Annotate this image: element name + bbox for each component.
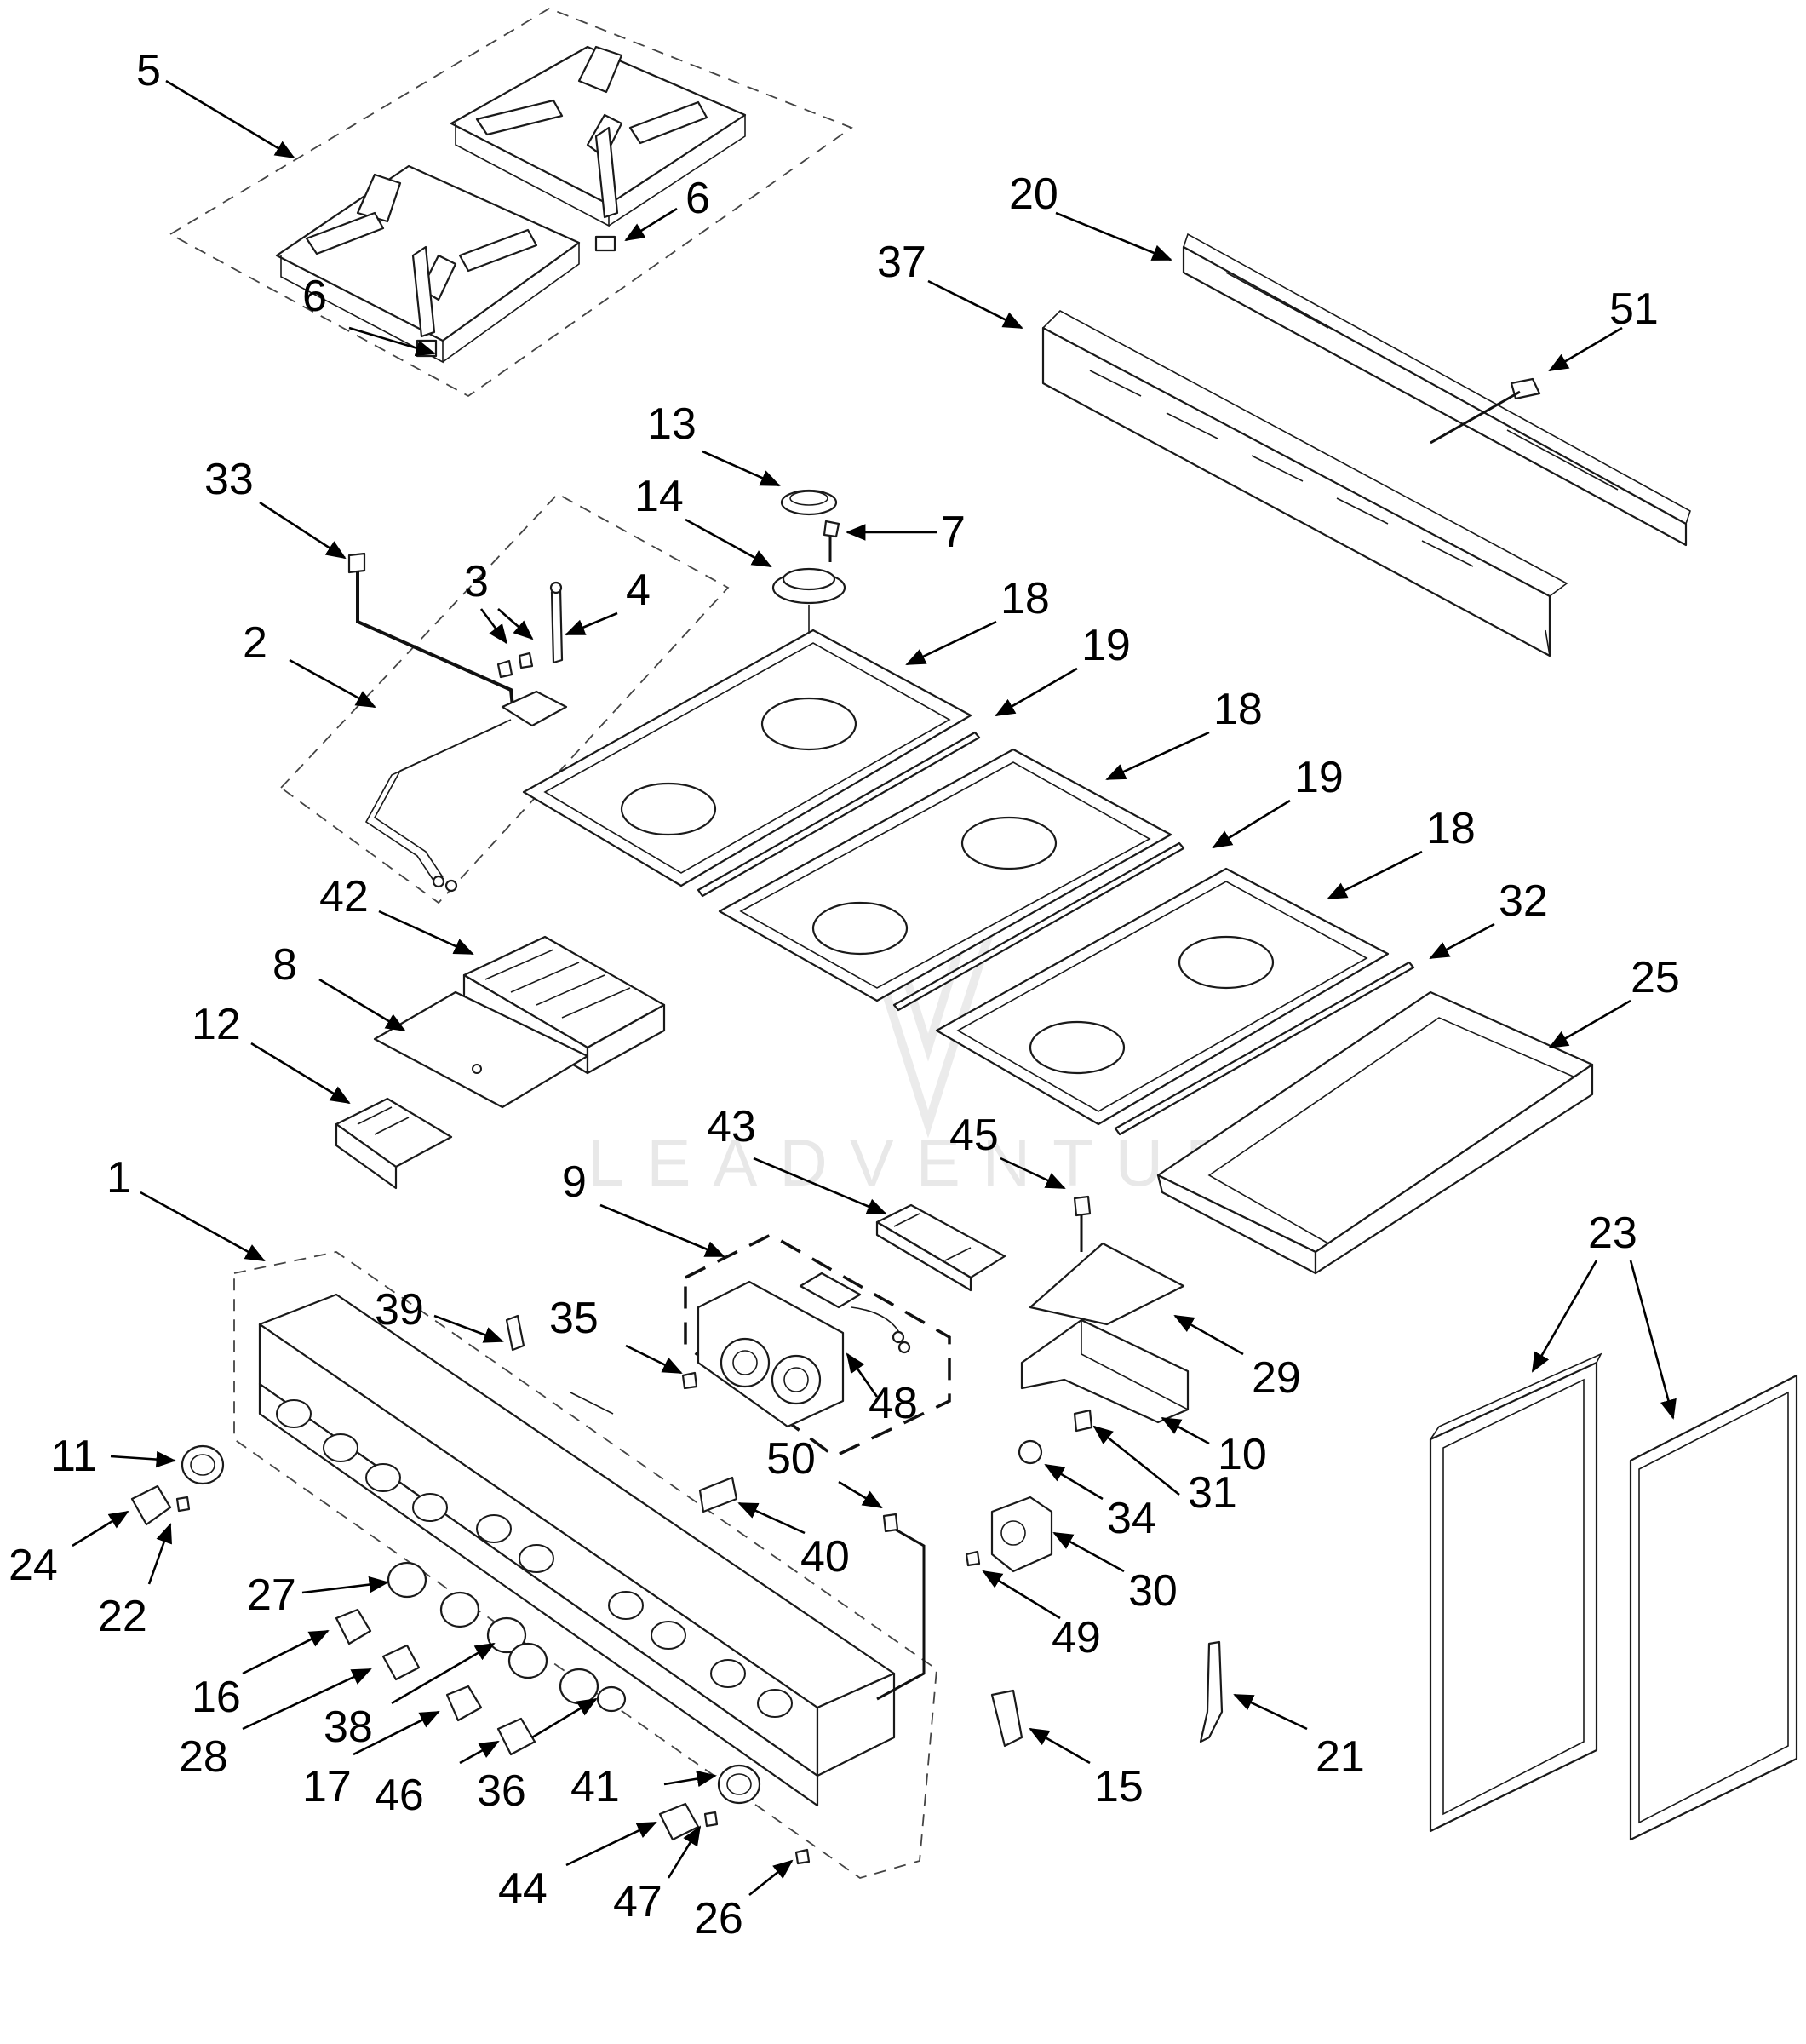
callout-1: 1 [106,1153,131,1203]
callout-39: 39 [375,1285,424,1335]
grates-group [169,8,853,398]
callout-38: 38 [324,1702,373,1752]
brackets-group [965,1242,1224,1748]
callout-25: 25 [1631,953,1680,1002]
callout-5: 5 [136,46,161,95]
callout-22: 22 [98,1592,147,1641]
manifold-group [279,492,730,904]
burner-boxes-group [522,629,1415,1136]
callout-2: 2 [243,618,267,668]
callout-33: 33 [204,455,254,504]
callout-31: 31 [1188,1468,1237,1518]
callout-9: 9 [562,1157,587,1207]
electronics-group [335,935,666,1190]
callout-19: 19 [1294,753,1344,802]
callout-6: 6 [685,174,710,223]
callout-37: 37 [877,238,926,287]
callout-29: 29 [1252,1353,1301,1403]
spark-module-group [681,1195,1092,1459]
callout-21: 21 [1316,1732,1365,1782]
callout-51: 51 [1609,284,1659,334]
knobs-group [130,1444,811,1865]
callout-49: 49 [1052,1613,1101,1662]
callout-46: 46 [375,1771,424,1820]
callout-4: 4 [626,566,651,615]
side-panels-group [1429,1352,1798,1841]
callout-32: 32 [1499,876,1548,926]
callout-18: 18 [1213,685,1263,734]
callout-12: 12 [192,1000,241,1049]
callout-labels: 5 6 6 20 37 51 13 14 7 33 3 4 2 18 19 18… [9,46,1680,1944]
callout-24: 24 [9,1541,58,1590]
callout-41: 41 [570,1762,620,1811]
callout-43: 43 [707,1102,756,1151]
callout-34: 34 [1107,1494,1156,1543]
callout-14: 14 [634,472,684,521]
callout-17: 17 [302,1762,352,1811]
burner-group [771,489,846,707]
griddle-group [1156,990,1594,1275]
rear-trims-group [1041,233,1691,657]
callout-6: 6 [302,272,327,321]
callout-47: 47 [613,1877,662,1926]
callout-30: 30 [1128,1566,1178,1616]
callout-15: 15 [1094,1762,1144,1811]
callout-20: 20 [1009,169,1058,219]
callout-27: 27 [247,1570,296,1620]
callout-19: 19 [1081,621,1131,670]
callout-45: 45 [949,1111,999,1160]
callout-10: 10 [1218,1430,1267,1479]
callout-23: 23 [1588,1209,1637,1258]
control-panel-group [233,1251,937,1879]
callout-35: 35 [549,1294,599,1343]
callout-13: 13 [647,399,697,449]
leader-lines [72,79,1677,1897]
callout-48: 48 [869,1379,918,1428]
callout-3: 3 [464,557,489,606]
callout-8: 8 [272,940,297,990]
callout-26: 26 [694,1894,743,1944]
callout-7: 7 [941,508,966,557]
callout-28: 28 [179,1732,228,1782]
callout-11: 11 [51,1432,97,1481]
callout-16: 16 [192,1673,241,1722]
callout-42: 42 [319,872,369,922]
callout-44: 44 [498,1864,548,1914]
callout-18: 18 [1426,804,1476,853]
callout-40: 40 [800,1532,850,1582]
callout-50: 50 [766,1434,816,1484]
callout-36: 36 [477,1766,526,1816]
callout-18: 18 [1000,574,1050,623]
